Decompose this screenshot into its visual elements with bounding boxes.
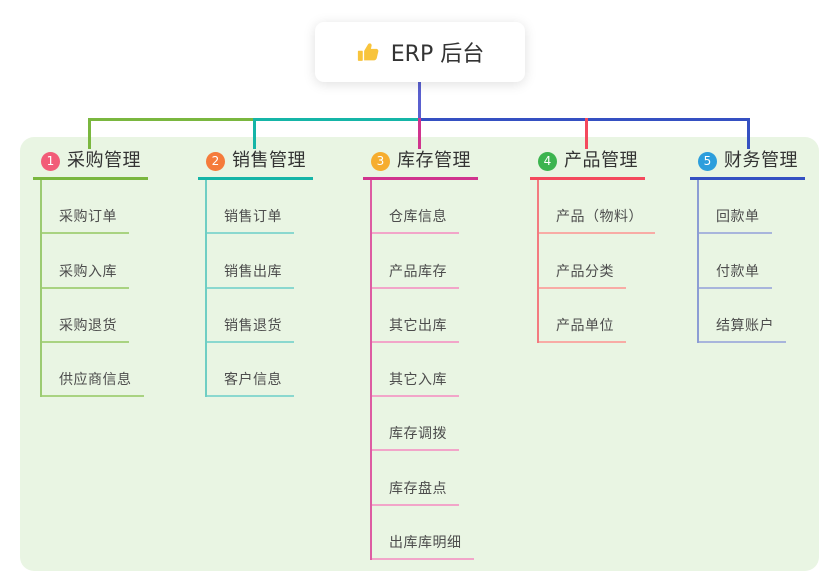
child-row: 产品库存: [372, 234, 474, 289]
connector-line: [417, 82, 421, 119]
root-title: ERP 后台: [390, 42, 485, 67]
child-row: 销售出库: [207, 234, 294, 289]
child-node[interactable]: 供应商信息: [42, 369, 144, 398]
child-node[interactable]: 仓库信息: [372, 206, 459, 235]
connector-line: [88, 118, 91, 149]
child-row: 客户信息: [207, 343, 294, 398]
branch-title: 库存管理: [397, 150, 471, 171]
branch-title: 产品管理: [564, 150, 638, 171]
branch-index-badge: 2: [206, 151, 225, 171]
branch-children: 采购订单 采购入库 采购退货 供应商信息: [40, 180, 144, 398]
child-row: 出库库明细: [372, 506, 474, 561]
connector-line: [418, 118, 750, 121]
branch-title: 销售管理: [232, 150, 306, 171]
child-node[interactable]: 采购订单: [42, 206, 129, 235]
branches-panel: [20, 137, 819, 571]
child-node[interactable]: 结算账户: [699, 315, 786, 343]
branch-index-badge: 3: [371, 151, 390, 171]
branch-title: 采购管理: [67, 150, 141, 171]
branch-index-badge: 4: [538, 151, 557, 171]
child-node[interactable]: 销售订单: [207, 206, 294, 235]
connector-line: [585, 118, 588, 149]
branch-column-5: 5 财务管理 回款单 付款单 结算账户: [690, 149, 805, 343]
branch-node-1[interactable]: 1 采购管理: [33, 149, 148, 180]
child-row: 其它出库: [372, 289, 474, 343]
child-node[interactable]: 付款单: [699, 261, 772, 289]
branch-node-4[interactable]: 4 产品管理: [530, 149, 645, 180]
child-node[interactable]: 回款单: [699, 206, 772, 235]
child-node[interactable]: 客户信息: [207, 369, 294, 398]
child-node[interactable]: 其它出库: [372, 315, 459, 343]
child-row: 销售订单: [207, 180, 294, 235]
connector-line: [253, 118, 418, 121]
branch-column-3: 3 库存管理 仓库信息 产品库存 其它出库 其它入库 库存调拨 库存盘点 出库库…: [363, 149, 478, 561]
child-row: 结算账户: [699, 289, 786, 343]
branch-children: 销售订单 销售出库 销售退货 客户信息: [205, 180, 294, 398]
branch-index-badge: 1: [41, 151, 60, 171]
child-row: 产品分类: [539, 234, 655, 289]
connector-line: [418, 118, 421, 149]
child-row: 采购订单: [42, 180, 144, 235]
branch-node-5[interactable]: 5 财务管理: [690, 149, 805, 180]
child-row: 产品单位: [539, 289, 655, 343]
thumbs-up-icon: [356, 40, 381, 65]
child-node[interactable]: 产品库存: [372, 261, 459, 289]
root-node[interactable]: ERP 后台: [315, 22, 525, 82]
child-node[interactable]: 库存盘点: [372, 478, 459, 506]
child-row: 库存盘点: [372, 451, 474, 506]
branch-children: 回款单 付款单 结算账户: [697, 180, 786, 343]
connector-line: [747, 118, 750, 149]
child-row: 销售退货: [207, 289, 294, 343]
branch-column-4: 4 产品管理 产品（物料） 产品分类 产品单位: [530, 149, 655, 343]
child-row: 回款单: [699, 180, 786, 235]
branch-title: 财务管理: [724, 150, 798, 171]
child-node[interactable]: 其它入库: [372, 369, 459, 398]
child-row: 供应商信息: [42, 343, 144, 398]
child-row: 付款单: [699, 234, 786, 289]
child-row: 采购退货: [42, 289, 144, 343]
branch-column-1: 1 采购管理 采购订单 采购入库 采购退货 供应商信息: [33, 149, 148, 398]
child-row: 其它入库: [372, 343, 474, 398]
child-row: 采购入库: [42, 234, 144, 289]
child-node[interactable]: 产品分类: [539, 261, 626, 289]
child-node[interactable]: 产品（物料）: [539, 206, 655, 235]
branch-index-badge: 5: [698, 151, 717, 171]
child-row: 库存调拨: [372, 397, 474, 452]
child-node[interactable]: 采购入库: [42, 261, 129, 289]
branch-children: 产品（物料） 产品分类 产品单位: [537, 180, 655, 343]
branch-node-2[interactable]: 2 销售管理: [198, 149, 313, 180]
branch-children: 仓库信息 产品库存 其它出库 其它入库 库存调拨 库存盘点 出库库明细: [370, 180, 474, 561]
child-node[interactable]: 销售出库: [207, 261, 294, 289]
child-node[interactable]: 销售退货: [207, 315, 294, 343]
child-row: 产品（物料）: [539, 180, 655, 235]
child-node[interactable]: 库存调拨: [372, 423, 459, 452]
branch-column-2: 2 销售管理 销售订单 销售出库 销售退货 客户信息: [198, 149, 313, 398]
child-row: 仓库信息: [372, 180, 474, 235]
connector-line: [253, 118, 256, 149]
child-node[interactable]: 产品单位: [539, 315, 626, 343]
connector-line: [88, 118, 256, 121]
child-node[interactable]: 采购退货: [42, 315, 129, 343]
branch-node-3[interactable]: 3 库存管理: [363, 149, 478, 180]
child-node[interactable]: 出库库明细: [372, 532, 474, 561]
